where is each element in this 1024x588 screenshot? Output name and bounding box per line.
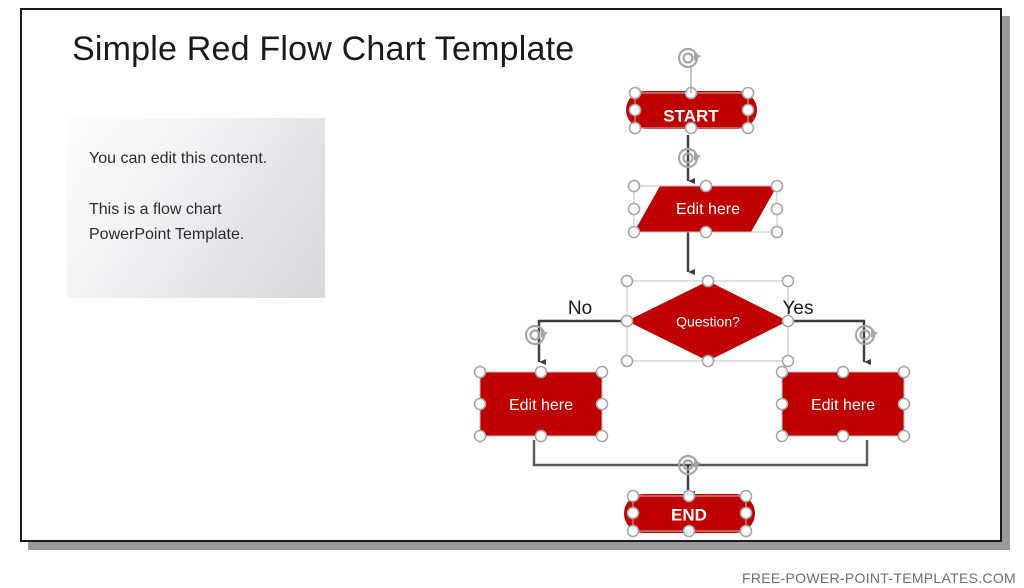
resize-handle-n[interactable]	[701, 274, 715, 288]
resize-handle-nw[interactable]	[620, 274, 634, 288]
edit-left-label: Edit here	[509, 397, 573, 414]
resize-handle-nw[interactable]	[775, 365, 789, 379]
resize-handle-se[interactable]	[741, 121, 755, 135]
resize-handle-ne[interactable]	[897, 365, 911, 379]
powerpoint-slide-canvas[interactable]: Simple Red Flow Chart Template You can e…	[20, 8, 1002, 542]
rotation-handle-icon[interactable]	[524, 324, 550, 346]
resize-handle-ne[interactable]	[770, 179, 784, 193]
resize-handle-s[interactable]	[534, 429, 548, 443]
resize-handle-w[interactable]	[626, 506, 640, 520]
resize-handle-n[interactable]	[699, 179, 713, 193]
resize-handle-s[interactable]	[836, 429, 850, 443]
resize-handle-sw[interactable]	[626, 524, 640, 538]
start-terminator-shape[interactable]	[626, 91, 757, 129]
resize-handle-s[interactable]	[682, 524, 696, 538]
resize-handle-e[interactable]	[739, 506, 753, 520]
resize-handle-e[interactable]	[897, 397, 911, 411]
resize-handle-n[interactable]	[836, 365, 850, 379]
resize-handle-s[interactable]	[701, 354, 715, 368]
resize-handle-se[interactable]	[739, 524, 753, 538]
connector-question-yes-to-edit-right	[777, 319, 871, 365]
resize-handle-ne[interactable]	[595, 365, 609, 379]
site-watermark: FREE-POWER-POINT-TEMPLATES.COM	[742, 570, 1016, 586]
flow-node-edit-right[interactable]: Edit here	[782, 372, 904, 436]
edit-top-label: Edit here	[676, 201, 740, 218]
end-terminator-shape[interactable]	[624, 494, 755, 533]
resize-handle-w[interactable]	[775, 397, 789, 411]
resize-handle-n[interactable]	[682, 489, 696, 503]
content-line-2: This is a flow chart	[89, 201, 222, 218]
resize-handle-ne[interactable]	[741, 86, 755, 100]
resize-handle-s[interactable]	[699, 225, 713, 239]
rotation-handle-icon[interactable]	[677, 47, 703, 69]
rotation-handle-icon[interactable]	[677, 147, 703, 169]
flow-node-edit-top[interactable]: Edit here	[634, 186, 777, 232]
page-title: Simple Red Flow Chart Template	[72, 30, 575, 68]
flow-node-edit-left[interactable]: Edit here	[480, 372, 602, 436]
resize-handle-se[interactable]	[595, 429, 609, 443]
flow-node-start[interactable]: START	[626, 91, 757, 129]
edit-right-label: Edit here	[811, 397, 875, 414]
resize-handle-w[interactable]	[628, 103, 642, 117]
resize-handle-sw[interactable]	[775, 429, 789, 443]
start-label: START	[663, 106, 719, 125]
resize-handle-w[interactable]	[473, 397, 487, 411]
resize-handle-sw[interactable]	[620, 354, 634, 368]
resize-handle-e[interactable]	[770, 202, 784, 216]
rotation-handle-icon[interactable]	[854, 324, 880, 346]
resize-handle-ne[interactable]	[781, 274, 795, 288]
selection-frame-edit-right	[775, 365, 911, 443]
connector-question-no-to-edit-left	[537, 319, 627, 365]
selection-frame-start	[628, 47, 755, 135]
resize-handle-nw[interactable]	[627, 179, 641, 193]
edit-right-rectangle-shape[interactable]	[782, 372, 904, 436]
resize-handle-s[interactable]	[684, 121, 698, 135]
resize-handle-e[interactable]	[781, 314, 795, 328]
edit-top-parallelogram-shape[interactable]	[634, 186, 777, 232]
question-diamond-shape[interactable]	[627, 281, 788, 361]
content-line-3: PowerPoint Template.	[89, 226, 245, 243]
selection-frame-edit-left	[473, 365, 609, 443]
edit-left-rectangle-shape[interactable]	[480, 372, 602, 436]
end-label: END	[671, 505, 707, 524]
flow-chart-svg: START Edit here	[473, 47, 911, 538]
edge-label-no: No	[568, 298, 592, 319]
content-line-1: You can edit this content.	[89, 150, 268, 167]
selection-frame-question	[620, 274, 795, 368]
flow-chart-diagram[interactable]: START Edit here	[22, 10, 1000, 540]
content-text-box[interactable]: You can edit this content. This is a flo…	[67, 118, 325, 298]
resize-handle-nw[interactable]	[473, 365, 487, 379]
resize-handle-w[interactable]	[620, 314, 634, 328]
resize-handle-se[interactable]	[897, 429, 911, 443]
edge-label-yes: Yes	[783, 298, 814, 319]
resize-handle-e[interactable]	[595, 397, 609, 411]
resize-handle-e[interactable]	[741, 103, 755, 117]
selection-frame-edit-top	[627, 147, 784, 239]
resize-handle-sw[interactable]	[627, 225, 641, 239]
flow-node-end[interactable]: END	[624, 494, 755, 533]
connector-edit-right-to-merge	[688, 440, 869, 467]
resize-handle-ne[interactable]	[739, 489, 753, 503]
resize-handle-w[interactable]	[627, 202, 641, 216]
resize-handle-nw[interactable]	[626, 489, 640, 503]
resize-handle-n[interactable]	[534, 365, 548, 379]
resize-handle-sw[interactable]	[473, 429, 487, 443]
resize-handle-se[interactable]	[770, 225, 784, 239]
connector-edit-left-to-merge	[532, 440, 688, 467]
resize-handle-nw[interactable]	[628, 86, 642, 100]
question-label: Question?	[676, 314, 740, 330]
resize-handle-sw[interactable]	[628, 121, 642, 135]
flow-node-question[interactable]: Question?	[627, 281, 788, 361]
resize-handle-se[interactable]	[781, 354, 795, 368]
selection-frame-end	[626, 489, 753, 538]
